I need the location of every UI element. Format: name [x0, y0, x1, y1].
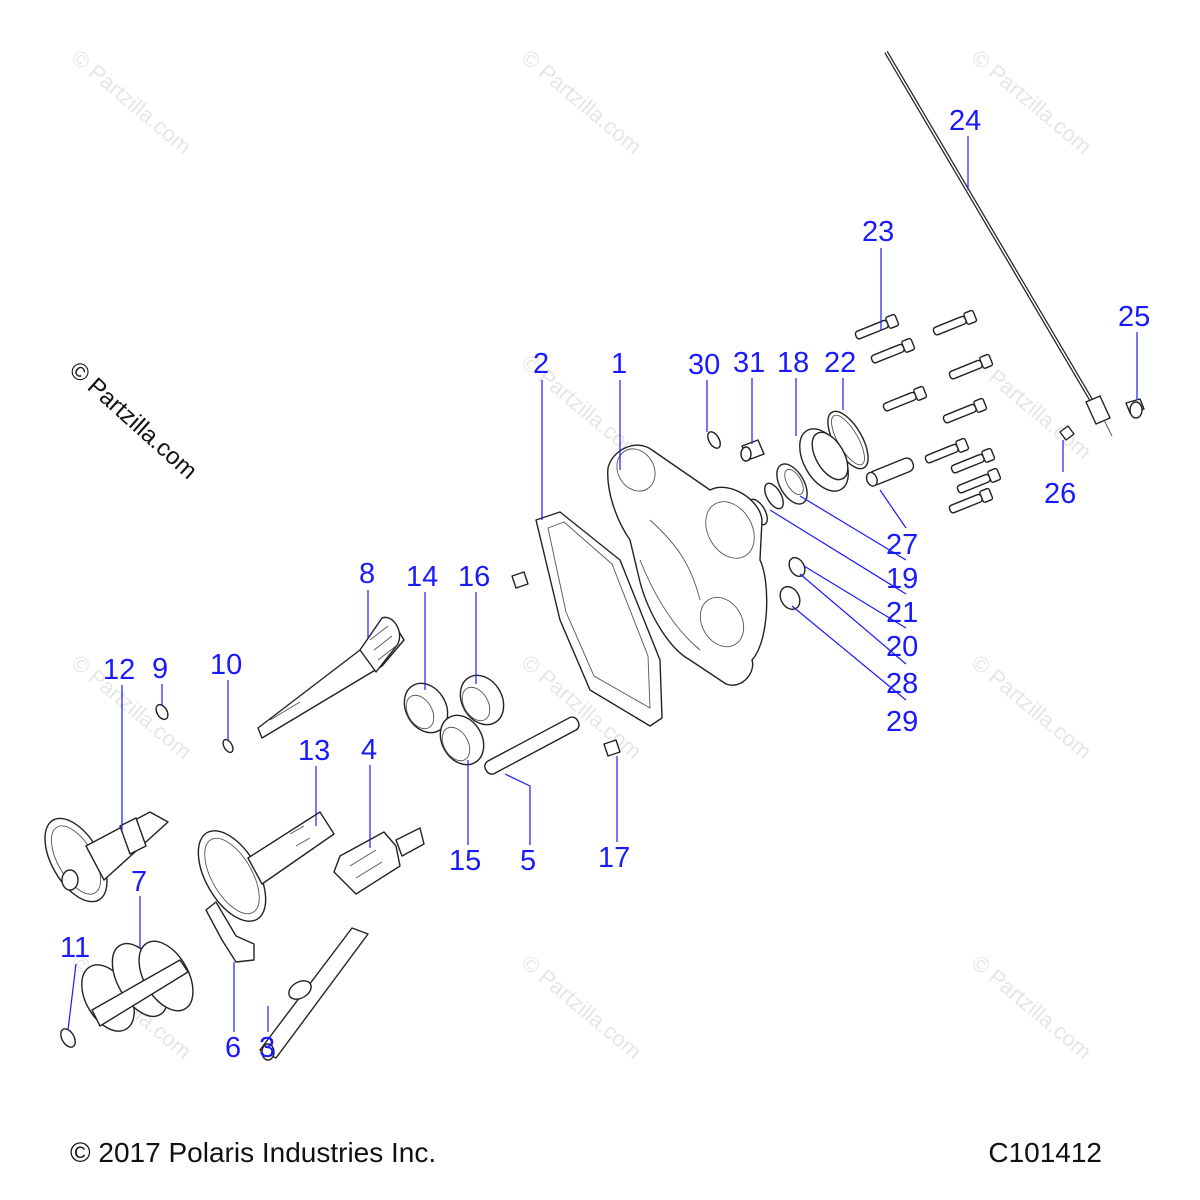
label-part-28: 28 [886, 668, 918, 700]
label-part-29: 29 [886, 706, 918, 738]
part-7-gear-cluster [81, 940, 194, 1032]
part-16-bearing [459, 674, 505, 726]
dowel-pin [511, 571, 529, 589]
watermark: © Partzilla.com [67, 45, 197, 159]
part-9-washer [155, 703, 169, 721]
part-23-bolts [854, 309, 1002, 514]
part-14-bearing [403, 682, 449, 734]
part-30-washer [707, 431, 721, 449]
label-part-7: 7 [131, 866, 147, 898]
part-29-bushing [779, 585, 801, 611]
label-part-30: 30 [688, 349, 720, 381]
label-part-27: 27 [886, 529, 918, 561]
part-1-case-cover [607, 444, 768, 686]
label-part-14: 14 [406, 561, 438, 593]
part-13-gear-shaft [197, 811, 335, 922]
label-part-20: 20 [886, 631, 918, 663]
label-part-3: 3 [259, 1032, 275, 1064]
label-part-4: 4 [361, 734, 377, 766]
part-5-shaft-pin [484, 716, 580, 775]
part-3-shift-shaft [259, 927, 369, 1061]
part-11-washer [60, 1028, 76, 1048]
part-31-fitting [740, 439, 765, 462]
part-2-gasket [535, 511, 663, 727]
label-part-24: 24 [949, 105, 981, 137]
part-6-shift-fork [205, 901, 255, 963]
watermark: © Partzilla.com [967, 950, 1097, 1064]
label-part-31: 31 [733, 347, 765, 379]
side-watermark: © Partzilla.com [64, 356, 202, 484]
label-part-25: 25 [1118, 301, 1150, 333]
part-12-gear-shaft [44, 811, 169, 903]
part-25-bolt [1125, 398, 1145, 419]
label-part-19: 19 [886, 563, 918, 595]
label-part-12: 12 [103, 654, 135, 686]
part-21-ring [764, 482, 784, 510]
label-part-22: 22 [824, 347, 856, 379]
label-part-10: 10 [210, 649, 242, 681]
label-part-21: 21 [886, 597, 918, 629]
label-part-1: 1 [611, 348, 627, 380]
part-4-shift-drum [333, 827, 425, 895]
label-part-17: 17 [598, 842, 630, 874]
part-26-clip [1059, 425, 1075, 441]
label-part-8: 8 [359, 558, 375, 590]
part-18-bearing [799, 428, 849, 492]
part-10-washer [222, 738, 234, 754]
label-part-6: 6 [225, 1032, 241, 1064]
part-27-pin [865, 457, 915, 487]
label-part-15: 15 [449, 845, 481, 877]
label-part-13: 13 [298, 735, 330, 767]
leader-lines [67, 136, 1138, 1032]
label-part-11: 11 [60, 932, 90, 964]
part-8-shaft [257, 616, 405, 739]
label-part-9: 9 [152, 653, 168, 685]
watermark: © Partzilla.com [517, 45, 647, 159]
part-15-bearing [439, 714, 485, 766]
label-part-5: 5 [520, 845, 536, 877]
part-19-seal [776, 463, 808, 505]
label-part-23: 23 [862, 216, 894, 248]
part-17-bushing [603, 739, 621, 757]
label-part-26: 26 [1044, 478, 1076, 510]
part-labels: 1 2 3 4 5 6 7 8 9 10 11 12 13 14 15 16 1… [60, 105, 1150, 1064]
label-part-16: 16 [458, 561, 490, 593]
drawing-id: C101412 [988, 1137, 1102, 1168]
label-part-18: 18 [777, 347, 809, 379]
watermark: © Partzilla.com [967, 45, 1097, 159]
copyright-notice: © 2017 Polaris Industries Inc. [70, 1137, 437, 1168]
watermark: © Partzilla.com [517, 950, 647, 1064]
part-24-rod [884, 50, 1113, 437]
watermark: © Partzilla.com [967, 650, 1097, 764]
label-part-2: 2 [533, 348, 549, 380]
